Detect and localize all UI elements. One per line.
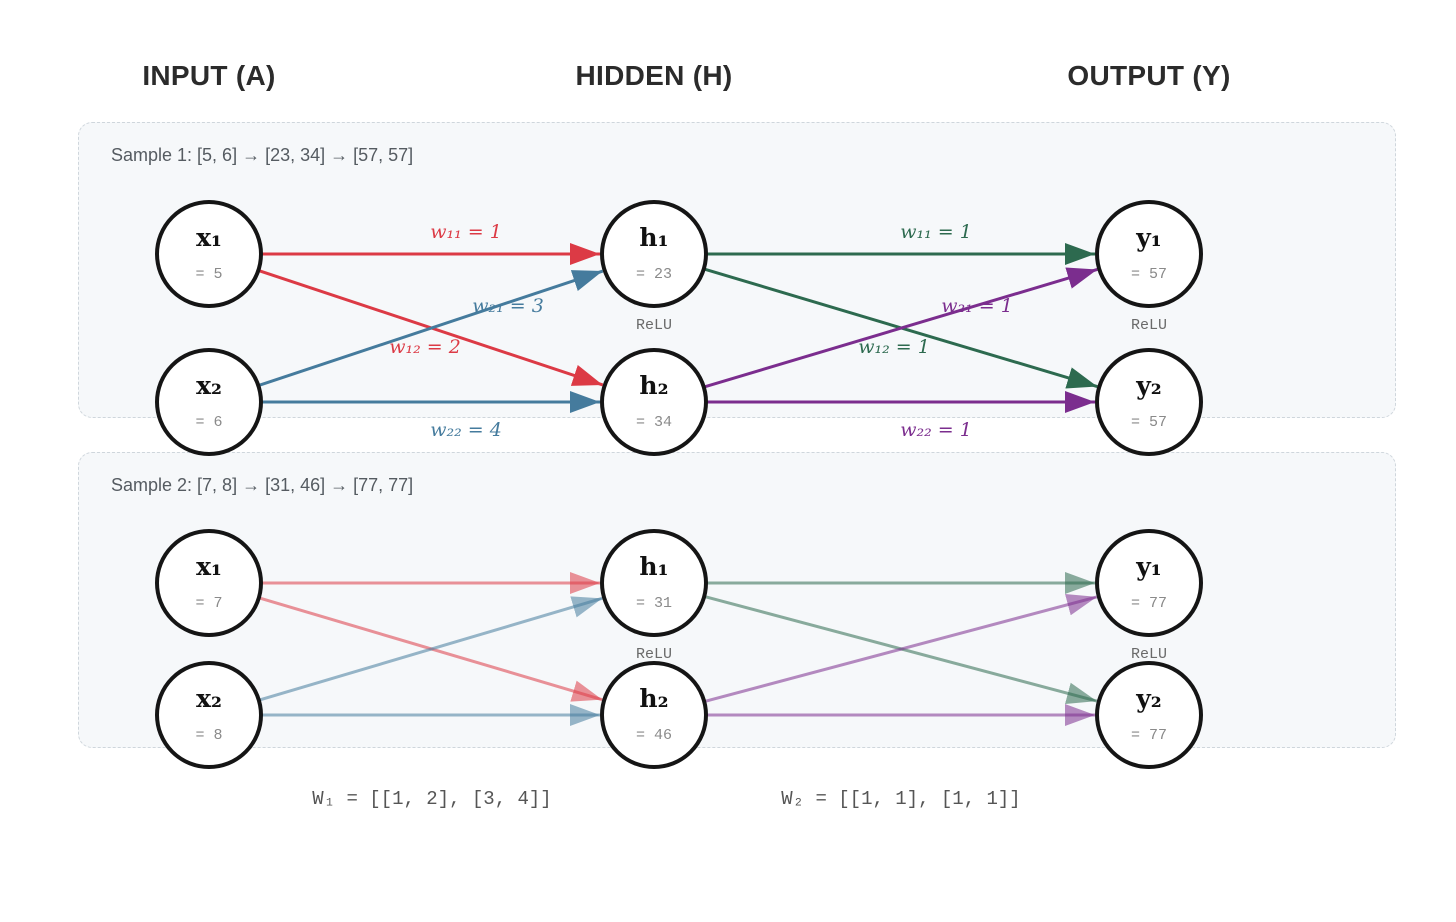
sample-1-node-x2-name: x₂ bbox=[196, 371, 222, 400]
sample-2-hidden-relu-label: ReLU bbox=[636, 646, 672, 663]
sample-1-w2-12-label: w₁₂ = 1 bbox=[858, 336, 930, 358]
sample-1-node-x2-circle bbox=[155, 348, 263, 456]
sample-2-label: Sample 2: [7, 8] → [31, 46] → [77, 77] bbox=[111, 475, 414, 495]
sample-1-w2-22-label: w₂₂ = 1 bbox=[900, 419, 972, 441]
sample-1-hidden-relu-label: ReLU bbox=[636, 317, 672, 334]
input-layer-title: INPUT (A) bbox=[142, 60, 276, 91]
sample-1-node-y1-value: = 57 bbox=[1131, 266, 1167, 283]
sample-2-output-relu-label: ReLU bbox=[1131, 646, 1167, 663]
sample-2-node-h1-circle bbox=[600, 529, 708, 637]
sample-2-node-x2-name: x₂ bbox=[196, 684, 222, 713]
sample-1-node-h2: h₂ = 34 bbox=[600, 348, 708, 456]
sample-1-node-y2: y₂ = 57 bbox=[1095, 348, 1203, 456]
w2-matrix: W₂ = [[1, 1], [1, 1]] bbox=[781, 788, 1021, 810]
sample-1-node-h2-name: h₂ bbox=[639, 371, 668, 400]
sample-2-edge-h2-y1 bbox=[703, 594, 1098, 704]
sample-1-node-x1-circle bbox=[155, 200, 263, 308]
sample-2-node-y2-circle bbox=[1095, 661, 1203, 769]
sample-1-node-x2: x₂ = 6 bbox=[155, 348, 263, 456]
sample-1-node-h2-circle bbox=[600, 348, 708, 456]
sample-1-node-x1-value: = 5 bbox=[195, 266, 222, 283]
sample-1-w1-22-label: w₂₂ = 4 bbox=[430, 419, 502, 441]
sample-1-node-y2-name: y₂ bbox=[1135, 371, 1161, 400]
sample-1-edge-x2-h1 bbox=[257, 269, 604, 388]
sample-1-node-h2-value: = 34 bbox=[636, 414, 672, 431]
sample-1-node-y1-circle bbox=[1095, 200, 1203, 308]
sample-2-node-x2: x₂ = 8 bbox=[155, 661, 263, 769]
sample-1-node-h1-name: h₁ bbox=[639, 223, 668, 252]
sample-1-w1-21-label: w₂₁ = 3 bbox=[472, 295, 544, 317]
sample-2-node-h2: h₂ = 46 bbox=[600, 661, 708, 769]
w1-matrix: W₁ = [[1, 2], [3, 4]] bbox=[312, 788, 552, 810]
sample-2-node-h2-name: h₂ bbox=[639, 684, 668, 713]
sample-2-node-y2: y₂ = 77 bbox=[1095, 661, 1203, 769]
sample-1-edge-h2-y1 bbox=[703, 267, 1098, 389]
sample-2-node-x2-value: = 8 bbox=[195, 727, 222, 744]
sample-1-label: Sample 1: [5, 6] → [23, 34] → [57, 57] bbox=[111, 145, 414, 165]
sample-1-node-y1-name: y₁ bbox=[1135, 223, 1161, 252]
sample-2-node-y1: y₁ = 77 bbox=[1095, 529, 1203, 637]
sample-2-node-x1-circle bbox=[155, 529, 263, 637]
sample-1-node-x2-value: = 6 bbox=[195, 414, 222, 431]
sample-1-node-h1-circle bbox=[600, 200, 708, 308]
sample-1-node-h1-value: = 23 bbox=[636, 266, 672, 283]
sample-2-node-h2-circle bbox=[600, 661, 708, 769]
sample-2-node-h2-value: = 46 bbox=[636, 727, 672, 744]
sample-2-edge-x2-h1 bbox=[258, 596, 603, 702]
sample-1-node-x1-name: x₁ bbox=[196, 223, 222, 252]
sample-2-node-y1-name: y₁ bbox=[1135, 552, 1161, 581]
sample-1-w2-11-label: w₁₁ = 1 bbox=[900, 221, 972, 243]
hidden-layer-title: HIDDEN (H) bbox=[575, 60, 733, 91]
sample-2-node-x2-circle bbox=[155, 661, 263, 769]
sample-2-node-y2-name: y₂ bbox=[1135, 684, 1161, 713]
sample-1-node-y2-circle bbox=[1095, 348, 1203, 456]
sample-1-w1-11-label: w₁₁ = 1 bbox=[430, 221, 502, 243]
sample-1-w1-12-label: w₁₂ = 2 bbox=[389, 336, 461, 358]
sample-1-node-y1: y₁ = 57 bbox=[1095, 200, 1203, 308]
sample-2-node-y1-circle bbox=[1095, 529, 1203, 637]
sample-1-node-y2-value: = 57 bbox=[1131, 414, 1167, 431]
sample-2-node-y1-value: = 77 bbox=[1131, 595, 1167, 612]
sample-2-node-h1: h₁ = 31 bbox=[600, 529, 708, 637]
sample-2-node-x1-value: = 7 bbox=[195, 595, 222, 612]
sample-1-node-x1: x₁ = 5 bbox=[155, 200, 263, 308]
sample-2-node-h1-value: = 31 bbox=[636, 595, 672, 612]
sample-2-node-h1-name: h₁ bbox=[639, 552, 668, 581]
sample-1-w2-21-label: w₂₁ = 1 bbox=[941, 295, 1013, 317]
sample-2-node-y2-value: = 77 bbox=[1131, 727, 1167, 744]
sample-1-output-relu-label: ReLU bbox=[1131, 317, 1167, 334]
sample-2-node-x1-name: x₁ bbox=[196, 552, 222, 581]
sample-2-node-x1: x₁ = 7 bbox=[155, 529, 263, 637]
sample-1-node-h1: h₁ = 23 bbox=[600, 200, 708, 308]
output-layer-title: OUTPUT (Y) bbox=[1067, 60, 1231, 91]
